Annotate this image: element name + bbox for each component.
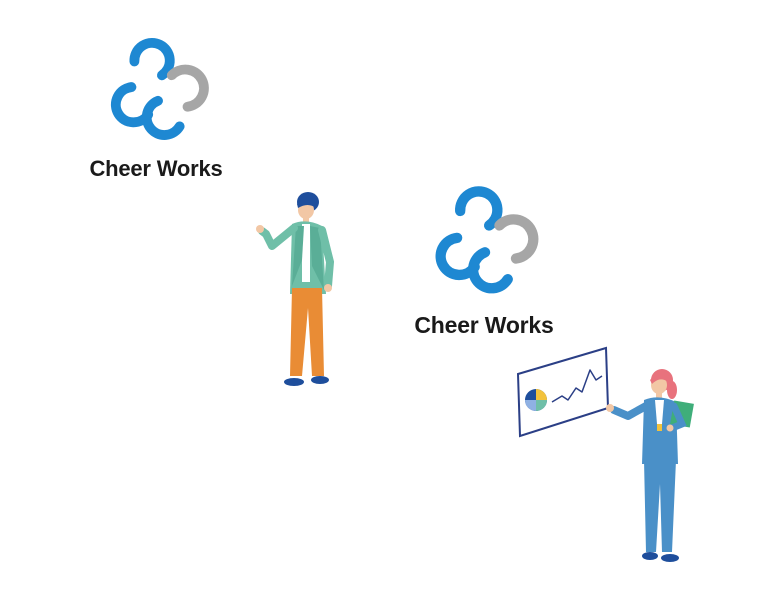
cheer-works-logo: Cheer Works xyxy=(404,180,564,340)
presenting-man-illustration xyxy=(256,192,335,386)
woman-presenting-chart-illustration xyxy=(516,346,694,562)
cheer-works-wordmark: Cheer Works xyxy=(89,156,223,181)
cheer-works-logo: Cheer Works xyxy=(80,32,232,182)
cheer-works-rings-icon xyxy=(110,38,209,140)
chart-board-icon xyxy=(516,346,610,438)
cheer-works-rings-icon xyxy=(435,186,539,294)
cheer-works-wordmark: Cheer Works xyxy=(414,312,554,338)
